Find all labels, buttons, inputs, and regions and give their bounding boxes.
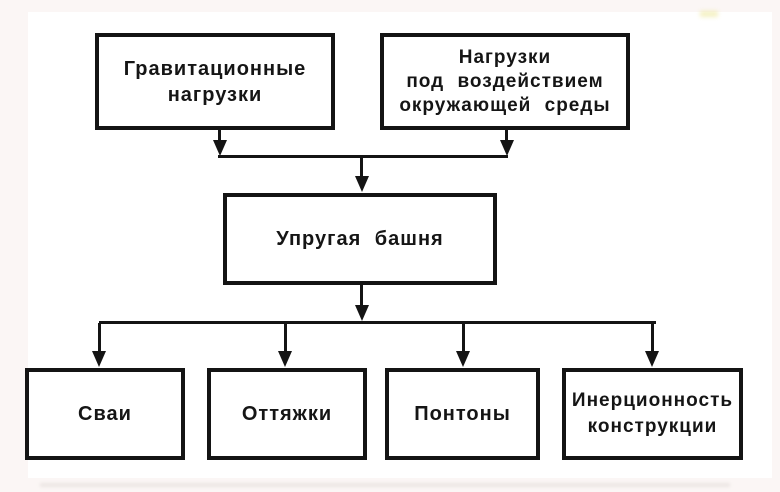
arrowhead-distribution-down-icon: [355, 305, 369, 321]
connector-gravitational-stem: [218, 130, 221, 142]
connector-piles-stem: [98, 323, 101, 353]
label-line: Оттяжки: [241, 403, 333, 425]
node-guy-lines-label: Оттяжки: [242, 401, 332, 427]
label-line: Инерционность: [571, 390, 734, 411]
connector-guy-lines-stem: [284, 323, 287, 353]
connector-tower-out-stem: [360, 285, 363, 307]
connector-pontoons-stem: [462, 323, 465, 353]
connector-environmental-stem: [505, 130, 508, 142]
node-elastic-tower: Упругая башня: [223, 193, 497, 285]
node-elastic-tower-label: Упругая башня: [276, 226, 443, 252]
connector-junction-top: [218, 155, 508, 158]
node-pontoons: Понтоны: [385, 368, 540, 460]
label-line: конструкции: [587, 416, 718, 437]
node-piles-label: Сваи: [78, 401, 132, 427]
node-pontoons-label: Понтоны: [414, 401, 511, 427]
arrowhead-inertia-down-icon: [645, 351, 659, 367]
label-line: Упругая башня: [276, 228, 444, 250]
arrowhead-pontoons-down-icon: [456, 351, 470, 367]
label-line: Нагрузки: [458, 46, 552, 68]
connector-junction-to-tower-stem: [360, 157, 363, 178]
scan-smudge: [40, 483, 730, 487]
node-piles: Сваи: [25, 368, 185, 460]
connector-inertia-stem: [651, 323, 654, 353]
node-structural-inertia-label: Инерционность конструкции: [572, 388, 733, 440]
arrowhead-gravitational-down-icon: [213, 140, 227, 156]
connector-distribution-line: [99, 321, 656, 324]
node-guy-lines: Оттяжки: [207, 368, 367, 460]
arrowhead-tower-down-icon: [355, 176, 369, 192]
arrowhead-piles-down-icon: [92, 351, 106, 367]
label-line: нагрузки: [167, 83, 263, 106]
label-line: Понтоны: [414, 403, 511, 425]
node-gravitational-loads-label: Гравитационные нагрузки: [124, 56, 307, 108]
arrowhead-environmental-down-icon: [500, 140, 514, 156]
label-line: под воздействием: [406, 70, 604, 92]
node-gravitational-loads: Гравитационные нагрузки: [95, 33, 335, 130]
node-environmental-loads-label: Нагрузки под воздействием окружающей сре…: [399, 46, 610, 118]
label-line: Сваи: [78, 403, 132, 425]
arrowhead-guy-lines-down-icon: [278, 351, 292, 367]
node-structural-inertia: Инерционность конструкции: [562, 368, 743, 460]
label-line: окружающей среды: [399, 94, 611, 116]
label-line: Гравитационные: [123, 57, 307, 80]
node-environmental-loads: Нагрузки под воздействием окружающей сре…: [380, 33, 630, 130]
